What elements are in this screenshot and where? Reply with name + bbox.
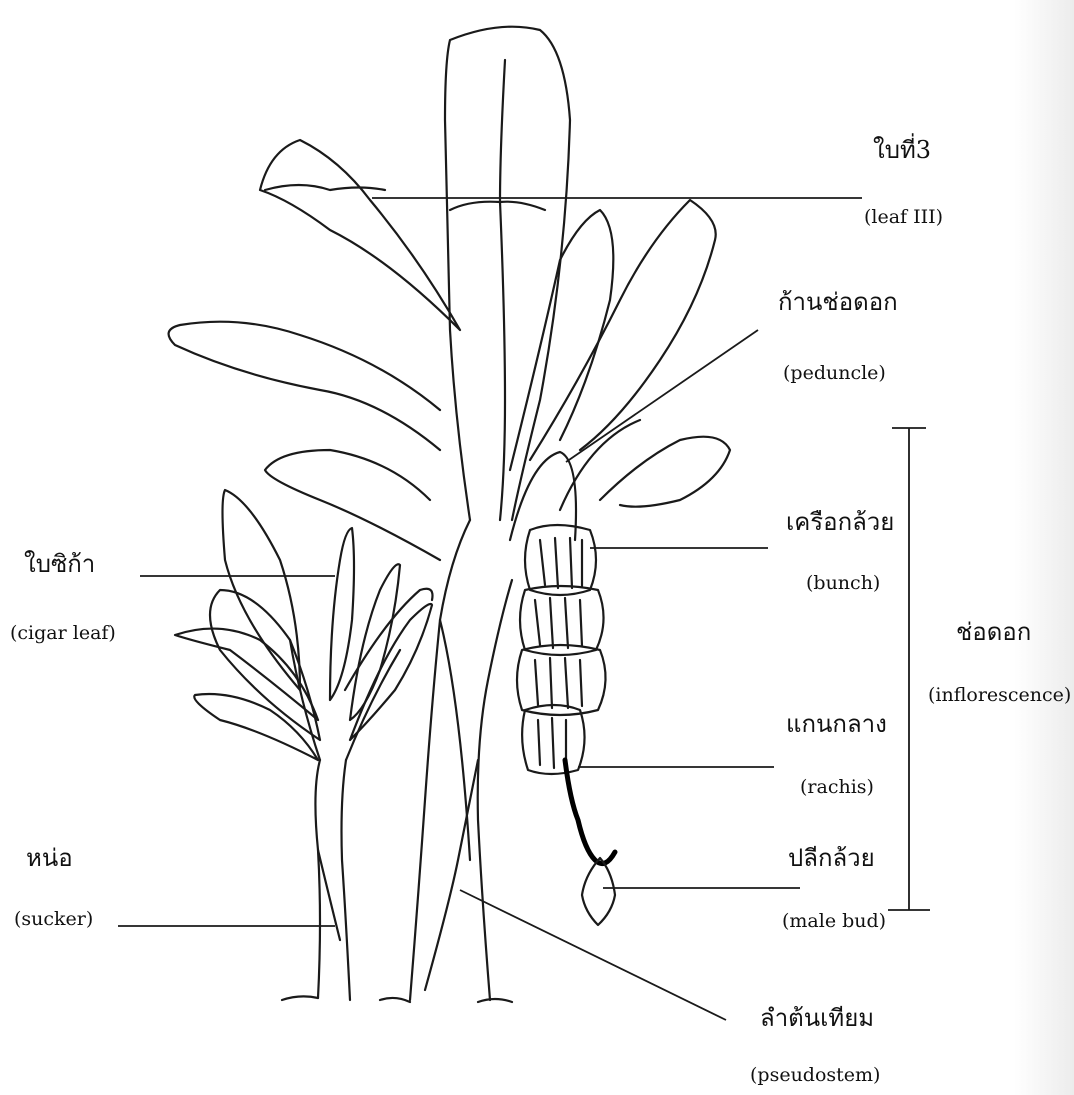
peduncle-thai-label: ก้านช่อดอก: [778, 290, 898, 314]
inflorescence-thai-label: ช่อดอก: [956, 620, 1031, 644]
rachis-english-label: (rachis): [800, 778, 874, 797]
banana-plant-drawing: [169, 27, 730, 1002]
cigar-leaf-english-label: (cigar leaf): [10, 624, 116, 643]
pseudostem-english-label: (pseudostem): [750, 1066, 880, 1085]
male-bud-shape: [582, 858, 615, 925]
bunch-english-label: (bunch): [806, 574, 880, 593]
bunch-thai-label: เครือกล้วย: [786, 510, 894, 534]
ground-line: [282, 996, 512, 1002]
main-leaves: [169, 27, 730, 560]
leaf3-english-label: (leaf III): [864, 208, 943, 227]
rachis-stem: [565, 760, 615, 864]
male-bud-english-label: (male bud): [782, 912, 886, 931]
sucker-leaves: [175, 490, 433, 760]
sucker-english-label: (sucker): [14, 910, 93, 929]
peduncle-english-label: (peduncle): [783, 364, 886, 383]
sucker-thai-label: หน่อ: [26, 846, 73, 870]
leader-lines: [118, 198, 930, 1020]
main-pseudostem: [410, 520, 512, 1000]
male-bud-thai-label: ปลีกล้วย: [788, 846, 875, 870]
inflorescence-english-label: (inflorescence): [928, 686, 1071, 705]
rachis-thai-label: แกนกลาง: [786, 712, 887, 736]
leaf3-thai-label: ใบที่3: [873, 138, 931, 162]
cigar-leaf-thai-label: ใบซิก้า: [24, 552, 95, 576]
pseudostem-thai-label: ลำต้นเทียม: [760, 1006, 874, 1030]
banana-bunch: [517, 525, 606, 774]
